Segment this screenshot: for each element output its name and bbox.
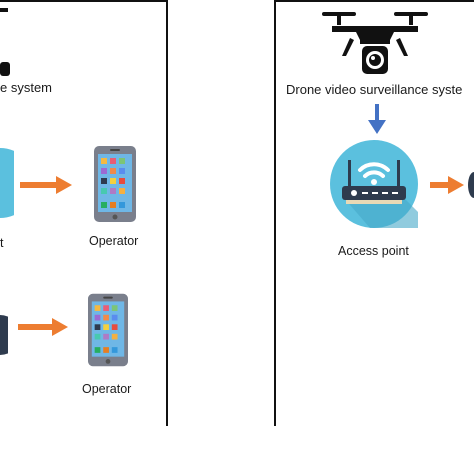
arrow-right-icon [18, 318, 68, 336]
access-point-label: Access point [338, 244, 409, 258]
right-panel-border-top [274, 0, 474, 2]
access-point-circle-2 [0, 315, 8, 355]
operator-label-2: Operator [82, 382, 132, 396]
smartphone-icon [88, 293, 128, 367]
left-panel-border-right [166, 0, 168, 426]
smartphone-icon [94, 146, 136, 222]
access-point-circle [468, 172, 474, 198]
operator-label-1: Operator [89, 234, 139, 248]
left-system-label: e system [0, 80, 53, 95]
drone-icon [322, 12, 428, 74]
arrow-down-icon [368, 104, 386, 134]
access-point-circle [0, 148, 14, 218]
right-system-label: Drone video surveillance syste [286, 82, 463, 97]
arrow-right-icon [430, 176, 464, 194]
router-icon [330, 140, 418, 228]
arrow-right-icon [20, 176, 72, 194]
left-access-point-label: t [0, 236, 4, 250]
drone-icon [0, 8, 10, 76]
right-panel-border-left [274, 0, 276, 426]
left-panel-border-top [0, 0, 168, 2]
